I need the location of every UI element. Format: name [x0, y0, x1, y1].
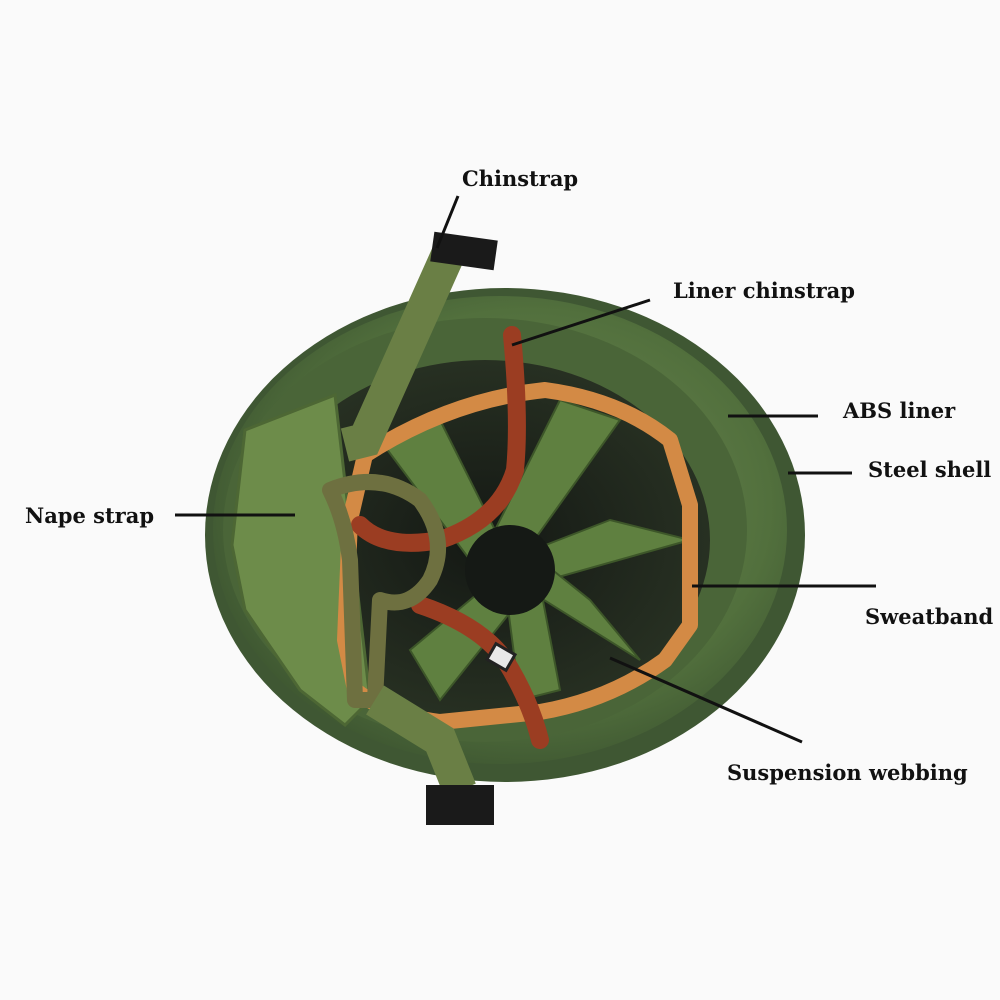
nape-strap-pad: [230, 392, 372, 727]
leader-chinstrap: [435, 195, 460, 249]
chinstrap-buckle-top: [430, 231, 498, 271]
webbing-crown: [465, 525, 555, 615]
chinstrap-upper: [340, 243, 466, 462]
leader-liner-chinstrap: [511, 298, 651, 347]
chinstrap-buckle-bottom: [426, 785, 494, 825]
label-sweatband: Sweatband: [865, 604, 994, 629]
label-steel-shell: Steel shell: [868, 457, 992, 482]
leader-lines: [175, 195, 876, 744]
liner-chinstrap: [351, 326, 526, 552]
label-abs-liner: ABS liner: [843, 398, 956, 423]
label-suspension-webbing: Suspension webbing: [727, 760, 968, 785]
label-liner-chinstrap: Liner chinstrap: [673, 278, 855, 303]
label-chinstrap: Chinstrap: [462, 166, 579, 191]
label-nape-strap: Nape strap: [25, 503, 155, 528]
chinstrap-lower: [366, 685, 476, 797]
nape-strap: [322, 474, 446, 708]
leader-suspension-webbing: [609, 656, 803, 744]
liner-chinstrap-buckle: [484, 641, 518, 673]
